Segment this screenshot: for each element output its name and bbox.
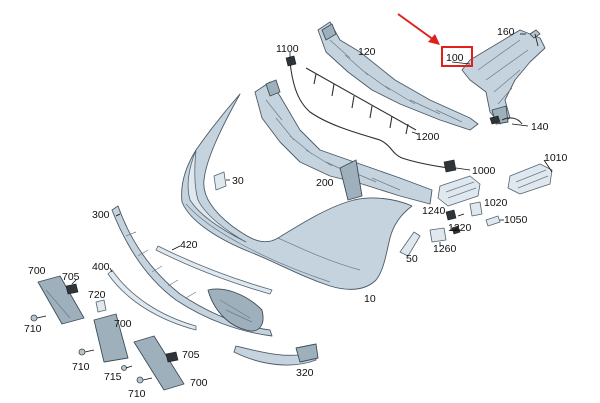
label-710-upper: 710 xyxy=(24,323,42,335)
label-10: 10 xyxy=(364,293,376,305)
part-705-clip-lower xyxy=(165,351,179,363)
highlight-callout-100 xyxy=(397,13,473,67)
label-710-middle: 710 xyxy=(72,361,90,373)
label-1020: 1020 xyxy=(484,197,508,209)
label-700-upper: 700 xyxy=(28,265,46,277)
part-700-plate-bracket-right xyxy=(133,335,185,391)
part-200-impact-absorber xyxy=(254,79,433,205)
part-1100-wiring-harness xyxy=(285,55,457,173)
part-400-lower-lip xyxy=(107,269,197,331)
leader-lines xyxy=(71,33,553,285)
part-320-lower-spoiler xyxy=(233,343,319,366)
label-300: 300 xyxy=(92,209,110,221)
part-30-bracket xyxy=(213,171,227,191)
label-705-upper: 705 xyxy=(62,271,80,283)
label-320: 320 xyxy=(296,367,314,379)
label-420: 420 xyxy=(180,239,198,251)
part-100-side-bracket[interactable] xyxy=(461,29,546,125)
part-420-lower-trim xyxy=(155,245,273,295)
label-1200: 1200 xyxy=(416,131,440,143)
label-1260: 1260 xyxy=(433,243,457,255)
label-160: 160 xyxy=(497,26,515,38)
part-1050-clip xyxy=(485,215,501,227)
label-1100: 1100 xyxy=(276,43,299,55)
highlight-arrow-head xyxy=(428,34,440,45)
part-140-clip xyxy=(489,115,523,125)
part-700-plate-bracket-middle xyxy=(93,313,129,363)
label-1050: 1050 xyxy=(504,214,528,226)
label-140: 140 xyxy=(531,121,549,133)
label-50: 50 xyxy=(406,253,418,265)
callout-labels: 100 160 120 1100 1200 140 1000 1010 30 2… xyxy=(24,26,568,400)
part-1260-clip xyxy=(429,227,447,243)
part-300-lower-grille xyxy=(111,205,273,337)
label-1240: 1240 xyxy=(422,205,446,217)
part-705-clip-upper xyxy=(65,283,79,295)
part-710-screw-upper xyxy=(30,314,47,322)
label-1220: 1220 xyxy=(448,222,472,234)
part-1000-bracket xyxy=(437,175,481,207)
part-1010-bracket xyxy=(507,163,553,195)
part-1240-clip xyxy=(445,209,457,221)
part-720-clip xyxy=(95,299,107,313)
part-1020-clip xyxy=(469,201,483,217)
part-710-screw-middle xyxy=(78,348,95,356)
label-1010: 1010 xyxy=(544,152,568,164)
highlight-arrow xyxy=(397,13,435,41)
label-1000: 1000 xyxy=(472,165,496,177)
part-120-upper-support xyxy=(317,21,479,131)
part-710-screw-lower xyxy=(136,376,153,384)
label-710-lower: 710 xyxy=(128,388,146,400)
part-715-screw xyxy=(121,365,133,371)
part-50-trim-strip xyxy=(399,231,421,257)
part-700-plate-bracket-left xyxy=(37,275,85,325)
label-400: 400 xyxy=(92,261,110,273)
label-700-lower: 700 xyxy=(190,377,208,389)
part-10-bumper-cover[interactable] xyxy=(181,93,413,290)
label-200: 200 xyxy=(316,177,334,189)
part-160-screw xyxy=(529,29,541,47)
label-720: 720 xyxy=(88,289,106,301)
label-705-lower: 705 xyxy=(182,349,200,361)
label-700-middle: 700 xyxy=(114,318,132,330)
label-30: 30 xyxy=(232,175,244,187)
label-100: 100 xyxy=(446,52,464,64)
label-120: 120 xyxy=(358,46,376,58)
label-715: 715 xyxy=(104,371,122,383)
highlight-box xyxy=(441,46,473,67)
